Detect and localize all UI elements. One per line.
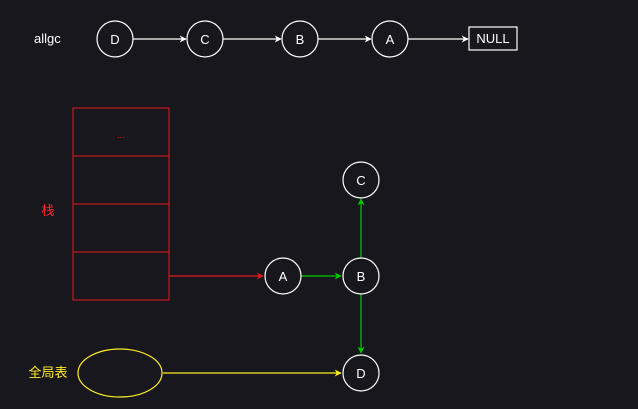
graph-node-b-label: B xyxy=(357,269,366,284)
graph-node-c-label: C xyxy=(356,173,365,188)
graph-node-a-label: A xyxy=(279,269,288,284)
allgc-node-c: C xyxy=(186,20,224,58)
allgc-null-label: NULL xyxy=(476,31,509,46)
allgc-node-c-label: C xyxy=(200,32,209,47)
stack-label: 栈 xyxy=(41,203,54,218)
graph-node-c: C xyxy=(342,161,380,199)
allgc-node-b: B xyxy=(281,20,319,58)
global-table-label: 全局表 xyxy=(28,365,67,380)
allgc-node-d: D xyxy=(96,20,134,58)
graph-node-b: B xyxy=(342,257,380,295)
allgc-label: allgc xyxy=(34,31,61,46)
stack-top-ellipsis: ... xyxy=(117,130,125,140)
allgc-null-box: NULL xyxy=(468,26,518,51)
allgc-node-d-label: D xyxy=(110,32,119,47)
allgc-node-a-label: A xyxy=(386,32,395,47)
graph-node-d: D xyxy=(342,354,380,392)
allgc-node-a: A xyxy=(371,20,409,58)
global-table-ellipse xyxy=(77,348,163,398)
allgc-node-b-label: B xyxy=(296,32,305,47)
graph-node-a: A xyxy=(264,257,302,295)
graph-node-d-label: D xyxy=(356,366,365,381)
